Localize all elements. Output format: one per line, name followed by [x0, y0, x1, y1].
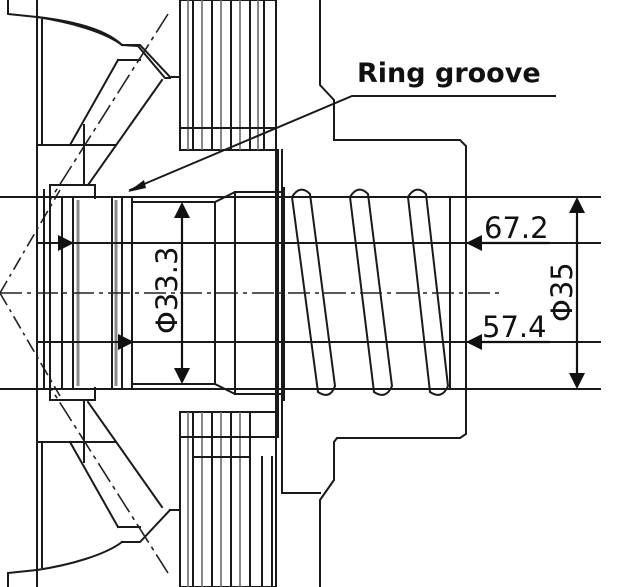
- dim-67-2-label: 67.2: [484, 211, 549, 245]
- dim-57-4-label: 57.4: [482, 310, 547, 344]
- ring-groove-callout: Ring groove: [128, 58, 556, 192]
- spring: [290, 188, 450, 396]
- dim-phi33-3-label: Φ33.3: [150, 247, 184, 334]
- dimension-phi33-3: Φ33.3: [150, 202, 190, 384]
- dim-phi35-label: Φ35: [545, 262, 579, 322]
- dimension-phi35: Φ35: [545, 197, 585, 389]
- fin-stack-top: [169, 0, 277, 151]
- fin-stack-bottom: [169, 411, 277, 587]
- left-housing: [0, 0, 172, 587]
- ring-groove-label: Ring groove: [357, 58, 541, 89]
- dimension-67-2: 67.2: [58, 211, 550, 251]
- dimension-57-4: 57.4: [118, 310, 550, 350]
